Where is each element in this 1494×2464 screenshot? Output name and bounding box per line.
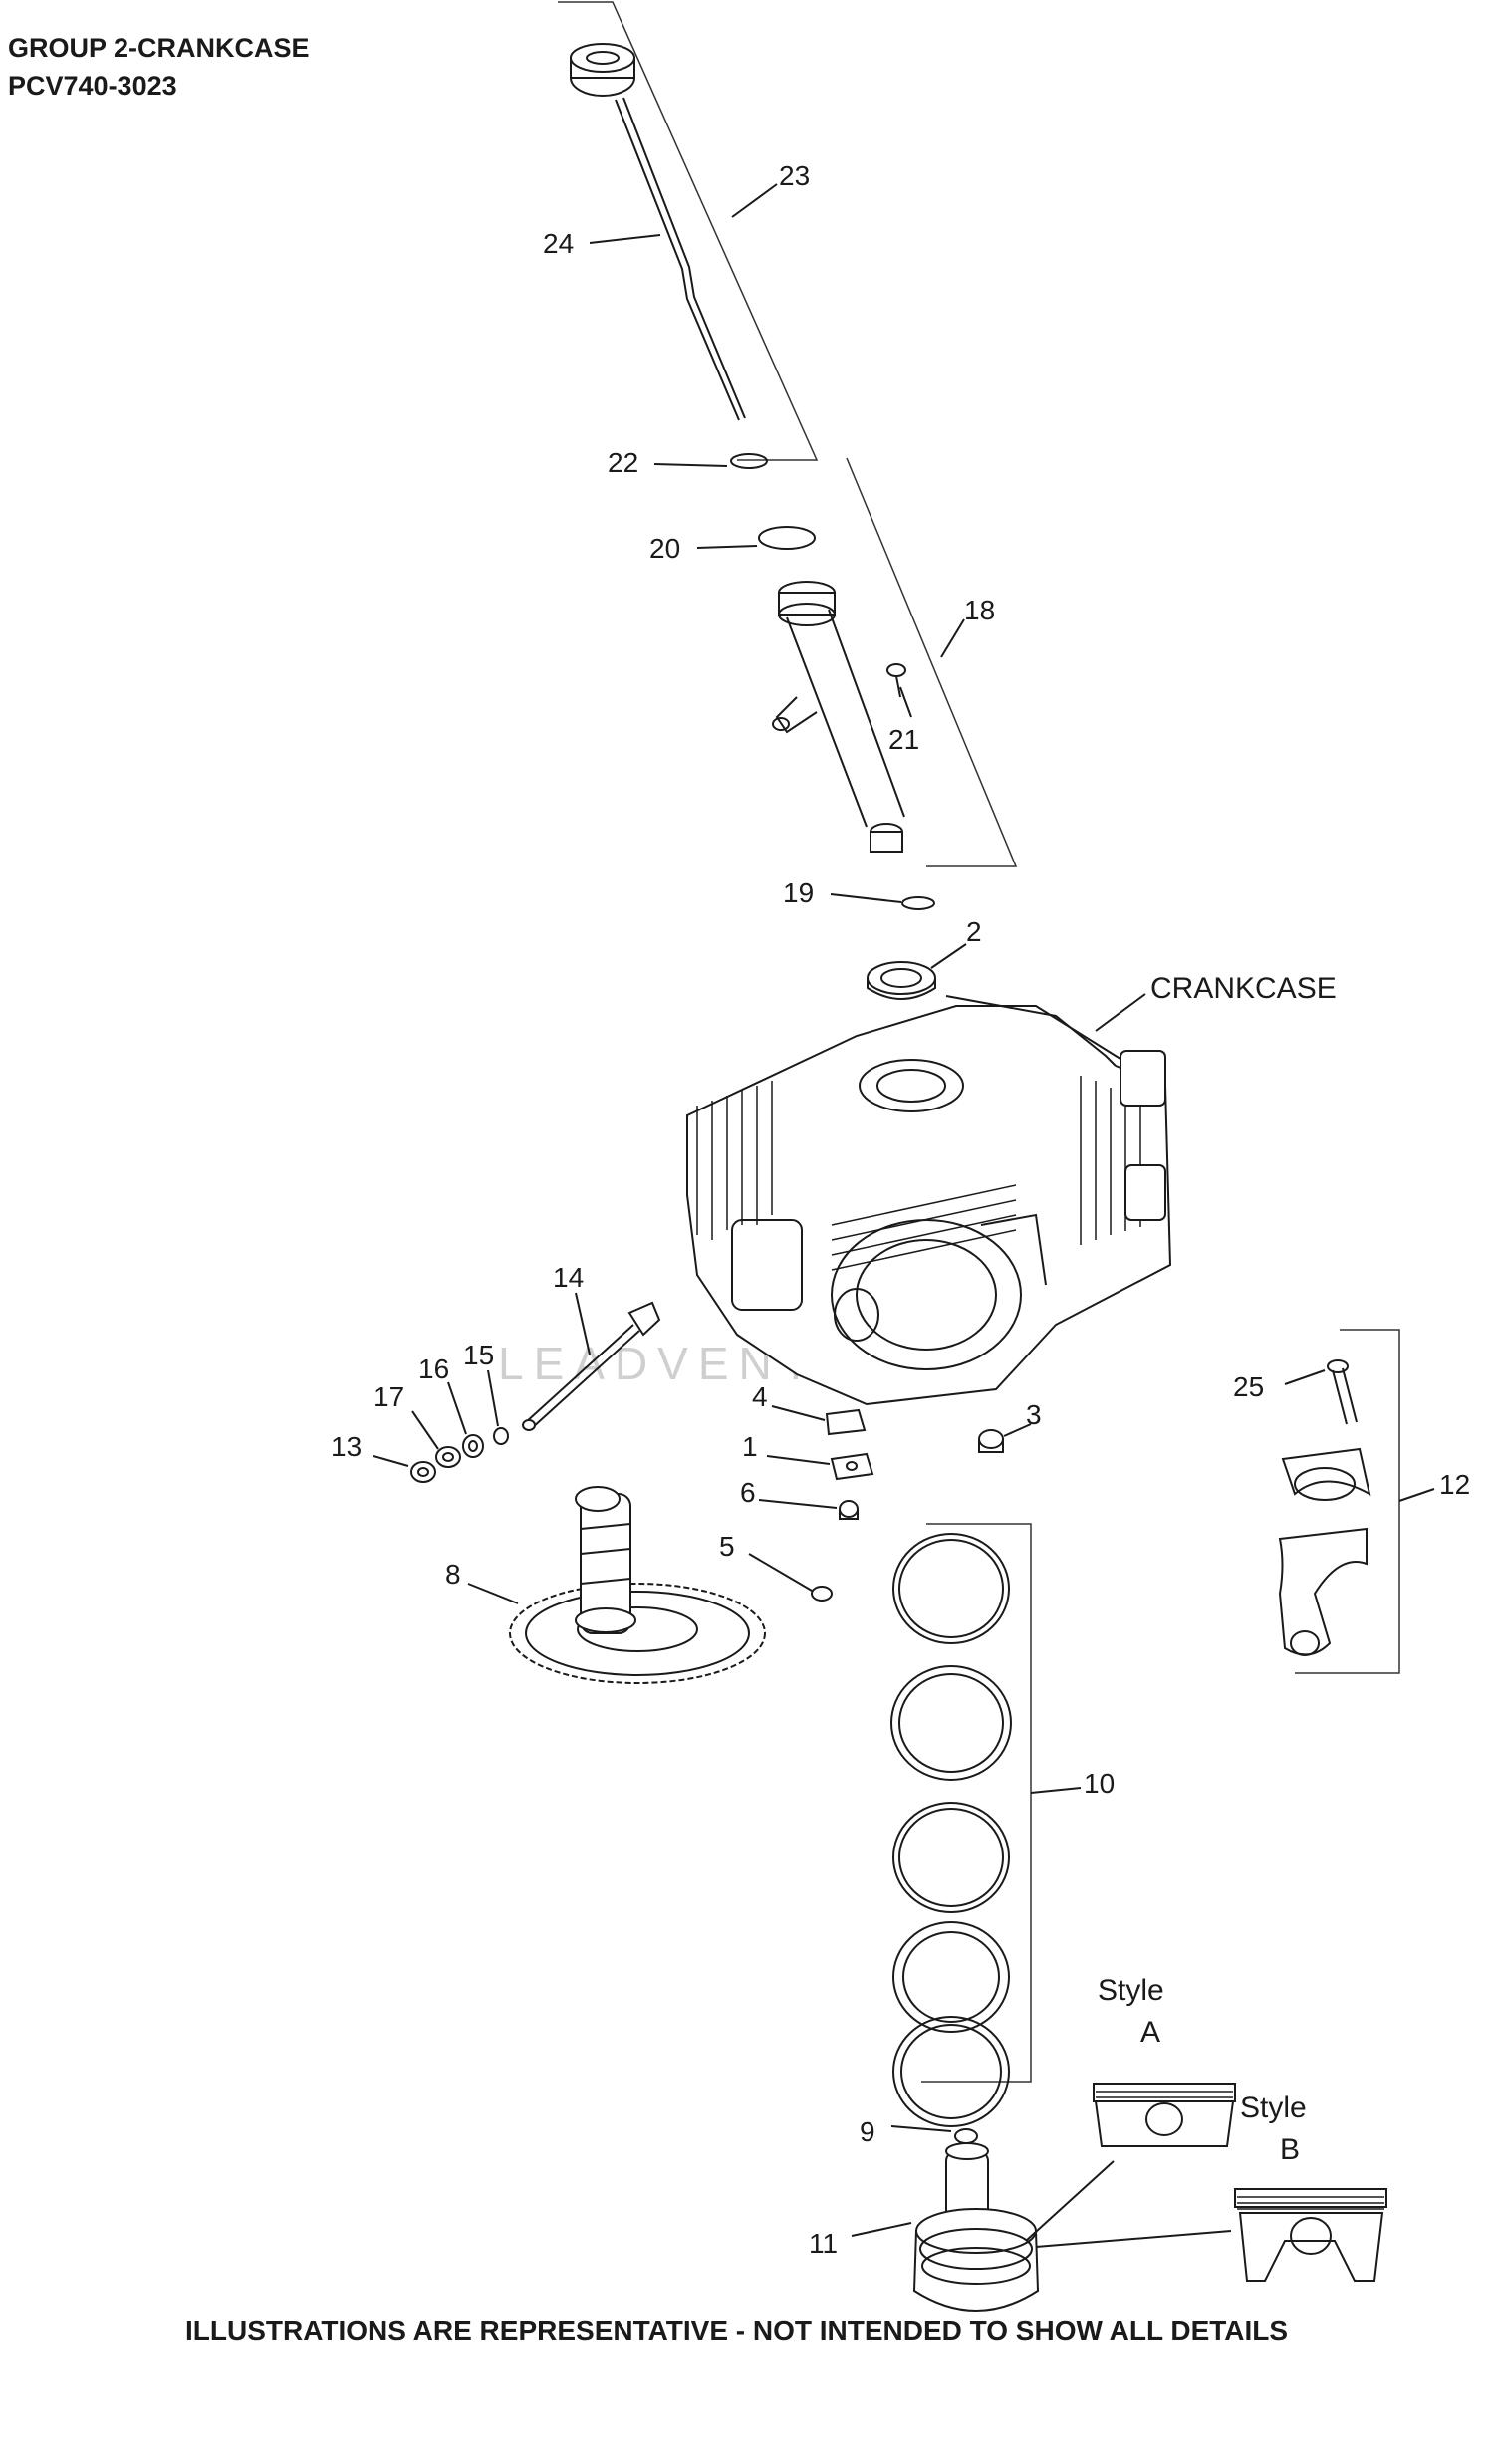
circlip-9-part bbox=[954, 2128, 978, 2144]
callout-10: 10 bbox=[1084, 1768, 1115, 1799]
callout-6: 6 bbox=[740, 1477, 756, 1508]
oil-fill-tube-part bbox=[772, 581, 905, 853]
callout-1: 1 bbox=[742, 1431, 758, 1462]
leader-2 bbox=[930, 943, 967, 969]
leader-crankcase bbox=[1095, 993, 1146, 1032]
callout-24: 24 bbox=[543, 228, 574, 259]
bracket-4-part bbox=[825, 1408, 867, 1436]
connecting-rod-part bbox=[1278, 1447, 1371, 1656]
leader-12 bbox=[1398, 1488, 1435, 1502]
callout-3: 3 bbox=[1026, 1399, 1042, 1430]
leader-15 bbox=[487, 1369, 499, 1427]
piston-part bbox=[912, 2142, 1040, 2312]
leader-1 bbox=[766, 1455, 831, 1465]
leader-24 bbox=[589, 234, 661, 244]
bolt-25-part bbox=[1327, 1359, 1358, 1425]
dipstick-part bbox=[570, 43, 746, 421]
seal-13-part bbox=[410, 1461, 436, 1483]
pushrod-part bbox=[522, 1301, 661, 1431]
washer-15-part bbox=[493, 1427, 509, 1445]
ring-set-frame bbox=[921, 1523, 1032, 2083]
fill-tube-group-frame bbox=[846, 457, 1018, 867]
callout-11: 11 bbox=[809, 2228, 838, 2259]
disclaimer-footer: ILLUSTRATIONS ARE REPRESENTATIVE - NOT I… bbox=[185, 2315, 1289, 2345]
spacer-16-part bbox=[462, 1434, 484, 1458]
leader-6 bbox=[758, 1499, 838, 1509]
leader-5 bbox=[748, 1553, 813, 1592]
callout-12: 12 bbox=[1439, 1469, 1470, 1500]
piston-ring-set-part bbox=[890, 1533, 1012, 2127]
callout-4: 4 bbox=[752, 1381, 768, 1412]
callout-14: 14 bbox=[553, 1262, 584, 1293]
callout-8: 8 bbox=[445, 1559, 461, 1590]
style-b-letter: B bbox=[1280, 2133, 1300, 2166]
leader-19 bbox=[830, 893, 902, 903]
nut-5-part bbox=[811, 1586, 833, 1602]
leader-9 bbox=[890, 2125, 952, 2132]
leader-10 bbox=[1030, 1787, 1082, 1794]
camshaft-part bbox=[509, 1486, 766, 1684]
crankcase-label: CRANKCASE bbox=[1150, 972, 1337, 1005]
o-ring-19-part bbox=[901, 896, 935, 910]
washer-17-part bbox=[435, 1446, 461, 1468]
leader-22 bbox=[653, 463, 728, 467]
callout-2: 2 bbox=[966, 916, 982, 947]
leader-8 bbox=[467, 1583, 519, 1604]
diagram-model-number: PCV740-3023 bbox=[8, 71, 177, 101]
leader-18 bbox=[940, 618, 965, 658]
screw-21-part bbox=[886, 663, 906, 698]
callout-5: 5 bbox=[719, 1531, 735, 1562]
leader-4 bbox=[771, 1405, 826, 1421]
oil-seal-part bbox=[867, 961, 936, 1000]
callout-17: 17 bbox=[374, 1381, 404, 1412]
leader-25 bbox=[1284, 1369, 1326, 1385]
o-ring-20-part bbox=[758, 526, 816, 550]
callout-25: 25 bbox=[1233, 1371, 1264, 1402]
diagram-group-title: GROUP 2-CRANKCASE bbox=[8, 33, 310, 63]
leader-13 bbox=[373, 1455, 409, 1467]
leader-14-line bbox=[575, 1292, 591, 1355]
callout-16: 16 bbox=[418, 1354, 449, 1384]
callout-23: 23 bbox=[779, 160, 810, 191]
leader-3 bbox=[1003, 1423, 1032, 1437]
style-a-word: Style bbox=[1098, 1974, 1164, 2007]
piston-style-a-part bbox=[1093, 2083, 1236, 2147]
crankcase-part bbox=[686, 995, 1172, 1406]
callout-19: 19 bbox=[783, 877, 814, 908]
leader-17 bbox=[411, 1410, 439, 1450]
callout-20: 20 bbox=[649, 533, 680, 564]
o-ring-22-part bbox=[730, 453, 768, 469]
callout-9: 9 bbox=[860, 2116, 875, 2147]
style-b-word: Style bbox=[1240, 2092, 1307, 2124]
callout-15: 15 bbox=[463, 1340, 494, 1370]
leader-21 bbox=[899, 686, 912, 718]
plug-3-part bbox=[978, 1429, 1004, 1453]
callout-13: 13 bbox=[331, 1431, 362, 1462]
nut-6-part bbox=[839, 1500, 859, 1520]
style-b-leader bbox=[1035, 2230, 1232, 2248]
dipstick-group-frame bbox=[558, 1, 819, 461]
leader-23 bbox=[731, 183, 778, 218]
piston-style-b-part bbox=[1234, 2188, 1387, 2282]
leader-20 bbox=[696, 545, 758, 549]
leader-16 bbox=[447, 1381, 467, 1435]
leader-11 bbox=[851, 2222, 912, 2237]
connecting-rod-frame bbox=[1295, 1329, 1400, 1674]
callout-18: 18 bbox=[964, 595, 995, 625]
style-a-letter: A bbox=[1140, 2016, 1160, 2049]
style-a-leader bbox=[1025, 2160, 1115, 2242]
washer-1-part bbox=[830, 1452, 874, 1481]
callout-21: 21 bbox=[888, 724, 919, 755]
callout-22: 22 bbox=[608, 447, 638, 478]
